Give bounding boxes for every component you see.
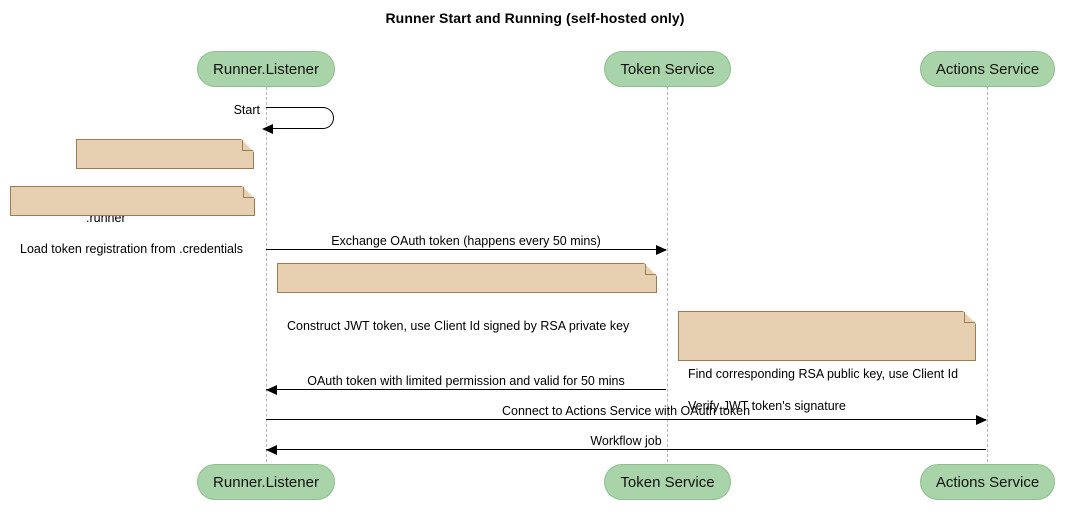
note-text-line-1: Find corresponding RSA public key, use C… bbox=[688, 367, 959, 381]
note-text-line-2: Verify JWT token's signature bbox=[688, 399, 846, 413]
participant-runner-listener-bottom[interactable]: Runner.Listener bbox=[197, 464, 335, 500]
note-fold-corner-icon bbox=[242, 140, 253, 151]
message-arrowhead-exchange-oauth-token bbox=[656, 245, 667, 255]
message-line-oauth-token-limited bbox=[266, 389, 666, 390]
participant-label: Actions Service bbox=[935, 61, 1040, 78]
participant-token-service-bottom[interactable]: Token Service bbox=[604, 464, 731, 500]
message-line-workflow-job bbox=[266, 449, 986, 450]
message-label-exchange-oauth-token: Exchange OAuth token (happens every 50 m… bbox=[331, 234, 601, 248]
message-line-connect-actions bbox=[266, 419, 986, 420]
note-text: Load token registration from .credential… bbox=[20, 242, 244, 256]
note-fold-corner-icon bbox=[243, 187, 254, 198]
note-construct-jwt: Construct JWT token, use Client Id signe… bbox=[277, 263, 657, 333]
message-arrowhead-oauth-token-limited bbox=[266, 385, 277, 395]
participant-label: Runner.Listener bbox=[213, 474, 319, 491]
participant-actions-service-top[interactable]: Actions Service bbox=[920, 51, 1055, 87]
note-fold-icon bbox=[241, 139, 254, 152]
diagram-title: Runner Start and Running (self-hosted on… bbox=[385, 10, 685, 26]
message-label-connect-actions: Connect to Actions Service with OAuth to… bbox=[501, 404, 751, 418]
note-fold-icon bbox=[644, 263, 657, 276]
participant-label: Token Service bbox=[620, 61, 715, 78]
participant-actions-service-bottom[interactable]: Actions Service bbox=[920, 464, 1055, 500]
message-line-exchange-oauth-token bbox=[266, 249, 666, 250]
participant-label: Token Service bbox=[620, 474, 715, 491]
lifeline-actions bbox=[987, 87, 988, 462]
note-fold-corner-icon bbox=[964, 312, 975, 323]
self-message-label-start: Start bbox=[233, 103, 260, 117]
note-fold-icon bbox=[242, 186, 255, 199]
message-label-workflow-job: Workflow job bbox=[590, 434, 662, 448]
lifeline-runner bbox=[266, 87, 267, 462]
note-load-token-registration: Load token registration from .credential… bbox=[10, 186, 255, 256]
note-fold-icon bbox=[963, 311, 976, 324]
message-arrowhead-workflow-job bbox=[266, 445, 277, 455]
note-fold-corner-icon bbox=[645, 264, 656, 275]
lifeline-token bbox=[667, 87, 668, 462]
message-arrowhead-connect-actions bbox=[976, 415, 987, 425]
participant-runner-listener-top[interactable]: Runner.Listener bbox=[197, 51, 335, 87]
participant-label: Runner.Listener bbox=[213, 61, 319, 78]
self-message-arrowhead-start bbox=[262, 124, 273, 134]
participant-token-service-top[interactable]: Token Service bbox=[604, 51, 731, 87]
message-label-oauth-token-limited: OAuth token with limited permission and … bbox=[307, 374, 625, 388]
note-verify-jwt: Find corresponding RSA public key, use C… bbox=[678, 311, 976, 413]
note-load-config: Load config info from .runner bbox=[76, 139, 254, 225]
note-text: Construct JWT token, use Client Id signe… bbox=[287, 319, 630, 333]
participant-label: Actions Service bbox=[935, 474, 1040, 491]
self-message-loop-start bbox=[266, 107, 334, 129]
